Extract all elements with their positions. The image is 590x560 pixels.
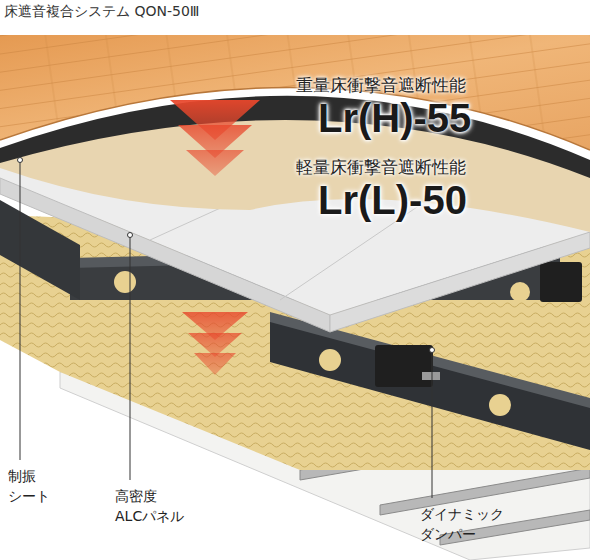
rating-value: Lr(H)-55 xyxy=(318,96,471,141)
rating-value: Lr(L)-50 xyxy=(318,178,467,223)
part-label: 制振 シート xyxy=(8,466,50,507)
title: 床遮音複合システム QON-50Ⅲ xyxy=(4,3,199,21)
performance-heading: 重量床衝撃音遮断性能 xyxy=(296,74,466,97)
part-label: 高密度 ALCパネル xyxy=(115,486,184,527)
part-label: ダイナミック ダンパー xyxy=(420,504,504,545)
performance-heading: 軽量床衝撃音遮断性能 xyxy=(296,156,466,179)
